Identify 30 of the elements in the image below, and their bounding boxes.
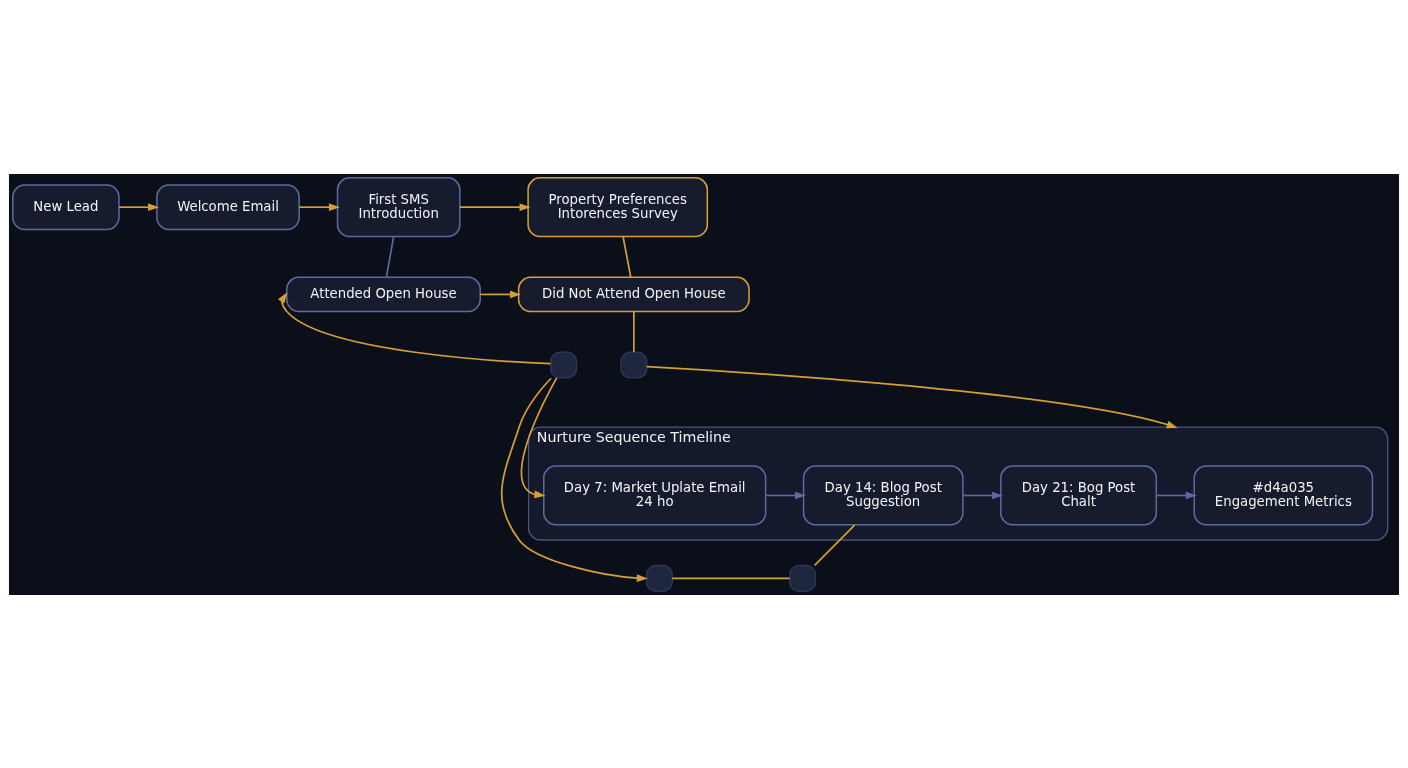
node-box — [789, 564, 817, 592]
connector — [385, 235, 395, 278]
arrow — [459, 202, 531, 211]
arrow — [479, 290, 521, 298]
node-box: Day 7: Market Uplate Email 24 ho — [543, 464, 767, 526]
arrow — [764, 491, 806, 499]
connector — [632, 310, 635, 353]
node-box: Did Not Attend Open House — [517, 276, 750, 312]
node-box — [645, 564, 673, 592]
arrow — [1155, 491, 1197, 499]
node-box: Day 21: Bog Post Chalt — [1000, 464, 1158, 526]
node-box — [550, 351, 578, 379]
arrow — [277, 291, 552, 365]
node-box: New Lead — [12, 183, 120, 230]
node-box: Day 14: Blog Post Suggestion — [802, 464, 964, 526]
arrow — [298, 202, 340, 211]
arrow — [500, 376, 648, 582]
arrow — [645, 365, 1178, 428]
connector — [813, 523, 856, 566]
node-box: Property Preferences Intorences Survey — [527, 176, 709, 237]
node-box: #d4a035 Engagement Metrics — [1193, 464, 1374, 526]
arrow — [962, 491, 1003, 499]
node-box: First SMS Introduction — [336, 176, 461, 237]
node-box — [620, 351, 648, 379]
connector — [622, 235, 632, 278]
node-box: Welcome Email — [156, 183, 300, 230]
arrow — [118, 202, 160, 211]
arrow — [520, 376, 558, 498]
node-box: Attended Open House — [286, 276, 481, 312]
connector — [671, 577, 791, 579]
